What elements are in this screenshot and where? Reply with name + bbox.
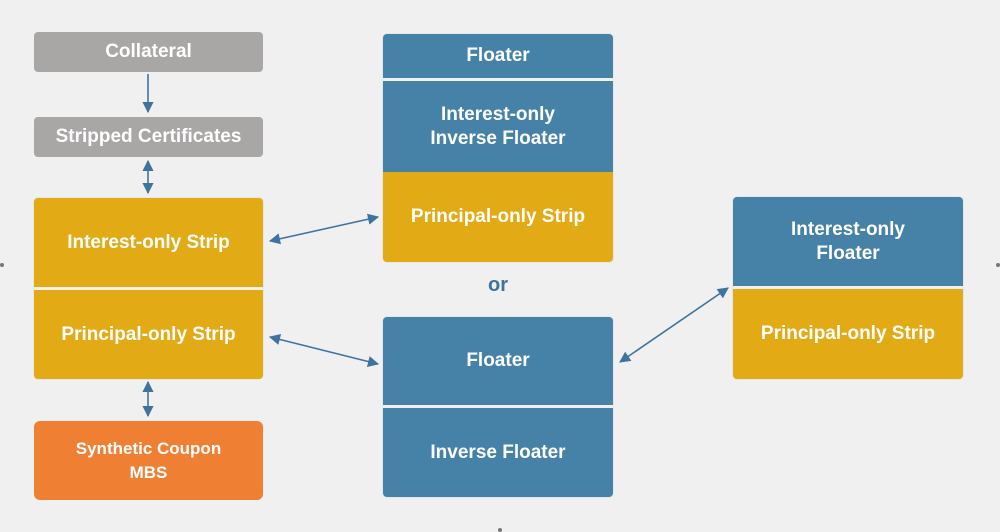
principal-only-strip-box: Principal-only Strip [34,290,263,379]
middle-top-stack: Floater Interest-only Inverse Floater Pr… [383,34,613,262]
interest-only-strip-box: Interest-only Strip [34,198,263,287]
principal-only-strip-box: Principal-only Strip [383,172,613,262]
edge-dot [996,263,1000,267]
arrow-io-strip-to-middle-top [268,213,380,245]
or-label: or [488,274,508,296]
floater-box: Floater [383,34,613,78]
edge-dot [0,263,4,267]
arrow-middle-bottom-to-right [619,287,729,363]
floater-box: Floater [383,317,613,405]
arrow-po-strip-to-middle-bottom [268,334,380,367]
stack-divider [733,286,963,289]
stack-divider [34,287,263,290]
inverse-floater-box: Inverse Floater [383,408,613,497]
edge-dot [498,528,502,532]
principal-only-strip-box: Principal-only Strip [733,289,963,379]
stripped-certificates-box: Stripped Certificates [34,117,263,157]
interest-only-floater-box: Interest-only Floater [733,197,963,286]
stack-divider [383,78,613,81]
synthetic-coupon-mbs-box: Synthetic Coupon MBS [34,421,263,500]
interest-only-inverse-floater-box: Interest-only Inverse Floater [383,81,613,172]
left-strip-stack: Interest-only Strip Principal-only Strip [34,198,263,379]
middle-bottom-stack: Floater Inverse Floater [383,317,613,497]
collateral-box: Collateral [34,32,263,72]
right-stack: Interest-only Floater Principal-only Str… [733,197,963,379]
stack-divider [383,405,613,408]
